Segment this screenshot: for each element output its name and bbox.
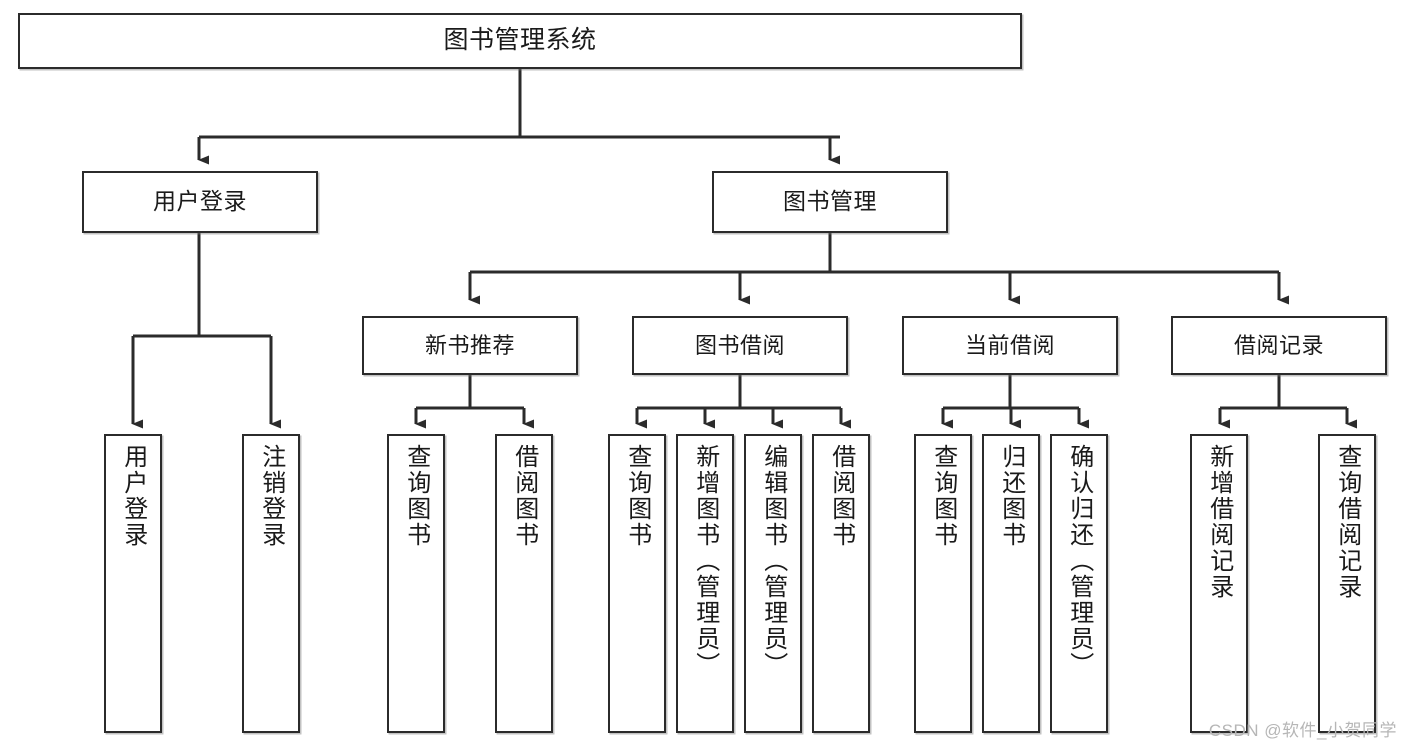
node-label: 借阅图书	[510, 444, 538, 548]
node-new-book-recommend[interactable]: 新书推荐	[362, 316, 578, 375]
leaf-borrow-borrow-book[interactable]: 借阅图书	[812, 434, 870, 733]
node-label: 新增借阅记录	[1205, 444, 1233, 600]
node-label: 借阅图书	[827, 444, 855, 548]
leaf-borrow-query-book[interactable]: 查询图书	[608, 434, 666, 733]
leaf-current-confirm-return-admin[interactable]: 确认归还（管理员）	[1050, 434, 1108, 733]
node-book-management[interactable]: 图书管理	[712, 171, 948, 233]
node-label: 新书推荐	[424, 332, 515, 358]
node-label: 用户登录	[119, 444, 147, 548]
node-label: 图书管理系统	[443, 26, 597, 55]
node-label: 查询借阅记录	[1333, 444, 1361, 600]
node-label: 查询图书	[929, 444, 957, 548]
node-label: 新增图书（管理员）	[691, 444, 719, 678]
node-label: 当前借阅	[964, 332, 1055, 358]
node-label: 图书借阅	[694, 332, 785, 358]
watermark-text: CSDN @软件_小贺同学	[1208, 721, 1397, 740]
node-current-borrow[interactable]: 当前借阅	[902, 316, 1118, 375]
leaf-user-login-logout[interactable]: 注销登录	[242, 434, 300, 733]
node-book-borrow[interactable]: 图书借阅	[632, 316, 848, 375]
node-borrow-record[interactable]: 借阅记录	[1171, 316, 1387, 375]
leaf-recommend-query-book[interactable]: 查询图书	[387, 434, 445, 733]
node-label: 归还图书	[997, 444, 1025, 548]
node-label: 注销登录	[257, 444, 285, 548]
node-user-login[interactable]: 用户登录	[82, 171, 318, 233]
node-label: 编辑图书（管理员）	[759, 444, 787, 678]
node-label: 图书管理	[783, 188, 877, 215]
leaf-current-return-book[interactable]: 归还图书	[982, 434, 1040, 733]
leaf-borrow-add-book-admin[interactable]: 新增图书（管理员）	[676, 434, 734, 733]
leaf-current-query-book[interactable]: 查询图书	[914, 434, 972, 733]
node-label: 查询图书	[402, 444, 430, 548]
node-label: 借阅记录	[1233, 332, 1324, 358]
leaf-record-query-record[interactable]: 查询借阅记录	[1318, 434, 1376, 733]
node-label: 确认归还（管理员）	[1065, 444, 1093, 678]
leaf-user-login-login[interactable]: 用户登录	[104, 434, 162, 733]
leaf-record-add-record[interactable]: 新增借阅记录	[1190, 434, 1248, 733]
leaf-recommend-borrow-book[interactable]: 借阅图书	[495, 434, 553, 733]
leaf-borrow-edit-book-admin[interactable]: 编辑图书（管理员）	[744, 434, 802, 733]
node-label: 查询图书	[623, 444, 651, 548]
node-label: 用户登录	[153, 188, 247, 215]
node-root-system[interactable]: 图书管理系统	[18, 13, 1022, 69]
